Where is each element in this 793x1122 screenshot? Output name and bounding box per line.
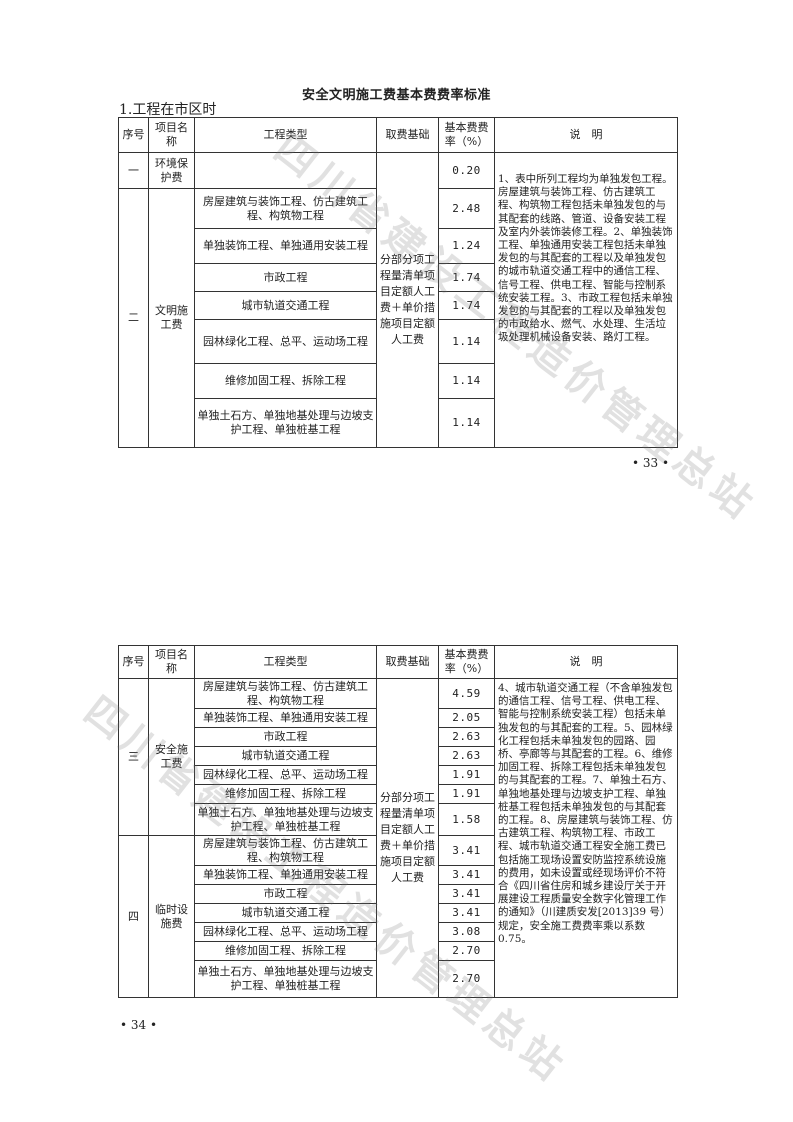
type-cell: 单独装饰工程、单独通用安装工程 (194, 865, 377, 885)
type-cell: 单独装饰工程、单独通用安装工程 (194, 228, 377, 264)
rate-cell: 3.41 (438, 903, 495, 923)
rate-cell: 1.14 (438, 398, 495, 448)
header-seq: 序号 (118, 645, 149, 679)
rate-cell: 1.74 (438, 263, 495, 292)
rate-cell: 1.74 (438, 291, 495, 320)
rate-cell: 2.48 (438, 188, 495, 229)
header-base: 取费基础 (376, 117, 439, 153)
header-base: 取费基础 (376, 645, 439, 679)
type-cell: 单独土石方、单独地基处理与边坡支护工程、单独桩基工程 (194, 398, 377, 448)
type-cell: 市政工程 (194, 263, 377, 292)
seq-cell: 三 (118, 678, 149, 836)
type-cell: 园林绿化工程、总平、运动场工程 (194, 319, 377, 364)
item-cell: 安全施工费 (148, 678, 195, 836)
header-type: 工程类型 (194, 117, 377, 153)
page-title: 安全文明施工费基本费费率标准 (301, 88, 491, 103)
rate-cell: 1.14 (438, 319, 495, 364)
seq-cell: 四 (118, 835, 149, 998)
rate-cell: 2.63 (438, 746, 495, 766)
type-cell: 园林绿化工程、总平、运动场工程 (194, 922, 377, 942)
rate-cell: 2.63 (438, 727, 495, 747)
type-cell: 单独土石方、单独地基处理与边坡支护工程、单独桩基工程 (194, 960, 377, 998)
header-type: 工程类型 (194, 645, 377, 679)
rate-cell: 4.59 (438, 678, 495, 709)
type-cell: 市政工程 (194, 884, 377, 904)
rate-cell: 3.41 (438, 865, 495, 885)
rate-cell: 3.41 (438, 835, 495, 866)
item-cell: 临时设施费 (148, 835, 195, 998)
type-cell: 市政工程 (194, 727, 377, 747)
rate-cell: 2.70 (438, 960, 495, 998)
type-cell: 单独装饰工程、单独通用安装工程 (194, 708, 377, 728)
header-rate: 基本费费率（%） (438, 117, 495, 153)
type-cell: 房屋建筑与装饰工程、仿古建筑工程、构筑物工程 (194, 678, 377, 709)
note-cell: 4、城市轨道交通工程（不含单独发包的通信工程、信号工程、供电工程、智能与控制系统… (494, 678, 678, 998)
header-seq: 序号 (118, 117, 149, 153)
type-cell: 维修加固工程、拆除工程 (194, 363, 377, 399)
note-cell: 1、表中所列工程均为单独发包工程。房屋建筑与装饰工程、仿古建筑工程、构筑物工程包… (494, 152, 678, 448)
header-note: 说 明 (494, 645, 678, 679)
seq-cell: 一 (118, 152, 149, 189)
type-cell: 城市轨道交通工程 (194, 291, 377, 320)
base-cell: 分部分项工程量清单项目定额人工费＋单价措施项目定额人工费 (376, 678, 439, 998)
rate-cell: 3.41 (438, 884, 495, 904)
item-cell: 环境保护费 (148, 152, 195, 189)
type-cell: 园林绿化工程、总平、运动场工程 (194, 765, 377, 785)
header-note: 说 明 (494, 117, 678, 153)
section-subtitle: 1.工程在市区时 (119, 102, 217, 118)
fee-rate-table-2: 序号 项目名称 工程类型 取费基础 基本费费率（%） 说 明 三 安全施工费 房… (118, 645, 678, 998)
page-number: • 34 • (120, 1018, 158, 1032)
seq-cell: 二 (118, 188, 149, 448)
rate-cell: 1.58 (438, 803, 495, 836)
rate-cell: 1.91 (438, 784, 495, 804)
type-cell: 城市轨道交通工程 (194, 903, 377, 923)
rate-cell: 3.08 (438, 922, 495, 942)
rate-cell: 1.14 (438, 363, 495, 399)
fee-rate-table-1: 序号 项目名称 工程类型 取费基础 基本费费率（%） 说 明 一 环境保护费 分… (118, 117, 678, 448)
rate-cell: 0.20 (438, 152, 495, 189)
item-cell: 文明施工费 (148, 188, 195, 448)
header-item: 项目名称 (148, 117, 195, 153)
base-cell: 分部分项工程量清单项目定额人工费＋单价措施项目定额人工费 (376, 152, 439, 448)
type-cell: 单独土石方、单独地基处理与边坡支护工程、单独桩基工程 (194, 803, 377, 836)
header-item: 项目名称 (148, 645, 195, 679)
type-cell: 维修加固工程、拆除工程 (194, 784, 377, 804)
type-cell: 维修加固工程、拆除工程 (194, 941, 377, 961)
page-number: • 33 • (632, 456, 670, 470)
type-cell: 城市轨道交通工程 (194, 746, 377, 766)
rate-cell: 2.70 (438, 941, 495, 961)
rate-cell: 2.05 (438, 708, 495, 728)
type-cell (194, 152, 377, 189)
rate-cell: 1.91 (438, 765, 495, 785)
header-rate: 基本费费率（%） (438, 645, 495, 679)
type-cell: 房屋建筑与装饰工程、仿古建筑工程、构筑物工程 (194, 835, 377, 866)
rate-cell: 1.24 (438, 228, 495, 264)
type-cell: 房屋建筑与装饰工程、仿古建筑工程、构筑物工程 (194, 188, 377, 229)
